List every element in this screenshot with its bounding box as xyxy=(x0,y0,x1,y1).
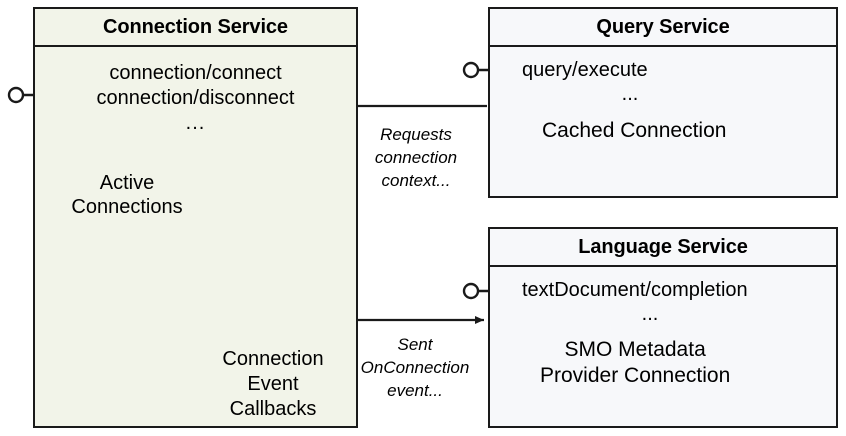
query-service-title: Query Service xyxy=(490,9,836,47)
cached-connection-label: Cached Connection xyxy=(542,119,727,142)
connection-service-title: Connection Service xyxy=(35,9,356,47)
edge-label-requests-line2: connection xyxy=(374,147,458,167)
language-service-endpoint-ellipsis: ... xyxy=(641,303,659,325)
smo-label-line2: Provider Connection xyxy=(540,363,731,387)
active-connections-label-line2: Connections xyxy=(71,196,183,219)
endpoint-textdocument-completion[interactable]: textDocument/completion xyxy=(522,279,748,301)
edge-label-requests-connection-context: Requests connection context... xyxy=(352,124,480,192)
edge-label-requests-line3: context... xyxy=(381,170,451,190)
smo-metadata-provider-row: SMO Metadata Provider Connection xyxy=(540,337,730,388)
cached-connection-row: Cached Connection xyxy=(542,119,726,143)
callbacks-label-line2: Event xyxy=(247,373,299,395)
callbacks-label-line1: Connection xyxy=(222,348,324,370)
active-connections-label: Active Connections xyxy=(47,171,207,220)
edge-label-sent-line2: OnConnection xyxy=(360,357,470,377)
endpoint-connection-disconnect[interactable]: connection/disconnect xyxy=(96,86,295,109)
connection-service-component[interactable]: Connection Service connection/connect co… xyxy=(33,7,358,428)
connection-service-endpoint-list: connection/connect connection/disconnect… xyxy=(35,61,356,135)
query-service-endpoint-ellipsis: ... xyxy=(621,83,639,105)
callbacks-label-line3: Callbacks xyxy=(229,398,317,420)
connection-service-body: connection/connect connection/disconnect… xyxy=(35,47,356,426)
endpoint-ellipsis: ... xyxy=(185,111,206,134)
edge-label-sent-line1: Sent xyxy=(397,335,433,354)
language-service-title: Language Service xyxy=(490,229,836,267)
smo-label-line1: SMO Metadata xyxy=(564,338,706,361)
edge-label-sent-onconnection-event: Sent OnConnection event... xyxy=(348,334,482,402)
edge-label-sent-line3: event... xyxy=(387,380,443,400)
active-connections-label-line1: Active xyxy=(99,172,155,194)
smo-metadata-provider-label: SMO Metadata Provider Connection xyxy=(540,337,730,388)
endpoint-query-execute[interactable]: query/execute xyxy=(522,59,648,81)
query-service-body: query/execute ... Cached Connection xyxy=(490,47,836,196)
language-service-body: textDocument/completion ... SMO Metadata… xyxy=(490,267,836,426)
edge-label-requests-line1: Requests xyxy=(380,125,452,144)
connection-event-callbacks-label: Connection Event Callbacks xyxy=(190,347,356,422)
endpoint-connection-connect[interactable]: connection/connect xyxy=(109,62,282,84)
language-service-component[interactable]: Language Service textDocument/completion… xyxy=(488,227,838,428)
query-service-component[interactable]: Query Service query/execute ... Cached C… xyxy=(488,7,838,198)
